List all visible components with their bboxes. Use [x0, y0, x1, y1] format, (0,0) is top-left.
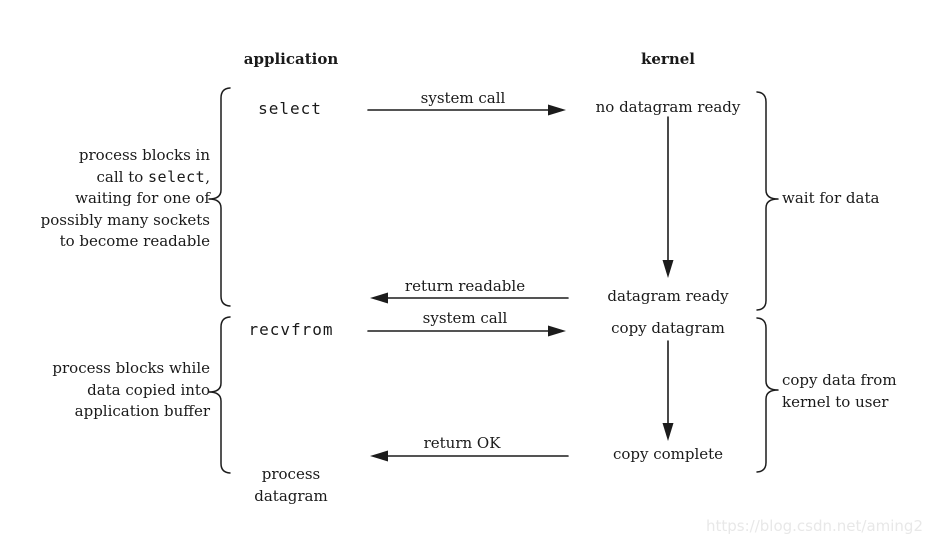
kernel-copy-arrow — [662, 340, 674, 441]
copy-data-label: copy data from kernel to user — [782, 370, 897, 413]
right-brace-copy — [756, 317, 779, 473]
return-readable-label: return readable — [404, 277, 526, 295]
note-line: process — [261, 465, 321, 483]
no-datagram-ready-label: no datagram ready — [595, 98, 741, 116]
note-line: process blocks while — [52, 359, 210, 377]
note-line: call to select, — [96, 167, 210, 186]
note-blocking-select: process blocks in call to select, waitin… — [41, 145, 210, 253]
header-application: application — [243, 50, 339, 68]
note-line: data copied into — [87, 380, 210, 399]
copy-datagram-label: copy datagram — [611, 319, 725, 337]
note-line: possibly many sockets — [40, 210, 210, 229]
datagram-ready-label: datagram ready — [607, 287, 729, 305]
note-line: to become readable — [59, 232, 210, 250]
wait-for-data-label: wait for data — [782, 189, 880, 207]
note-line: process blocks in — [78, 146, 210, 164]
return-ok-label: return OK — [423, 434, 501, 452]
note-line: waiting for one of — [75, 189, 210, 207]
copy-complete-label: copy complete — [612, 445, 724, 463]
kernel-wait-arrow — [662, 116, 674, 278]
system-call-2-label: system call — [422, 309, 508, 327]
right-brace-wait — [756, 91, 779, 311]
note-line: application buffer — [74, 402, 210, 420]
note-blocking-copy: process blocks while data copied into ap… — [52, 358, 210, 423]
left-brace-select — [208, 87, 231, 307]
header-kernel: kernel — [641, 50, 695, 68]
note-line: kernel to user — [782, 392, 889, 411]
select-call-label: select — [258, 99, 322, 118]
select-code-inline: select — [148, 167, 206, 186]
system-call-1-label: system call — [420, 89, 506, 107]
recvfrom-call-label: recvfrom — [248, 320, 334, 339]
watermark: https://blog.csdn.net/aming2 — [706, 517, 923, 535]
left-brace-copy — [208, 316, 231, 474]
process-datagram-label: process datagram — [254, 464, 327, 507]
note-line: datagram — [254, 486, 328, 505]
note-line: copy data from — [782, 371, 897, 389]
